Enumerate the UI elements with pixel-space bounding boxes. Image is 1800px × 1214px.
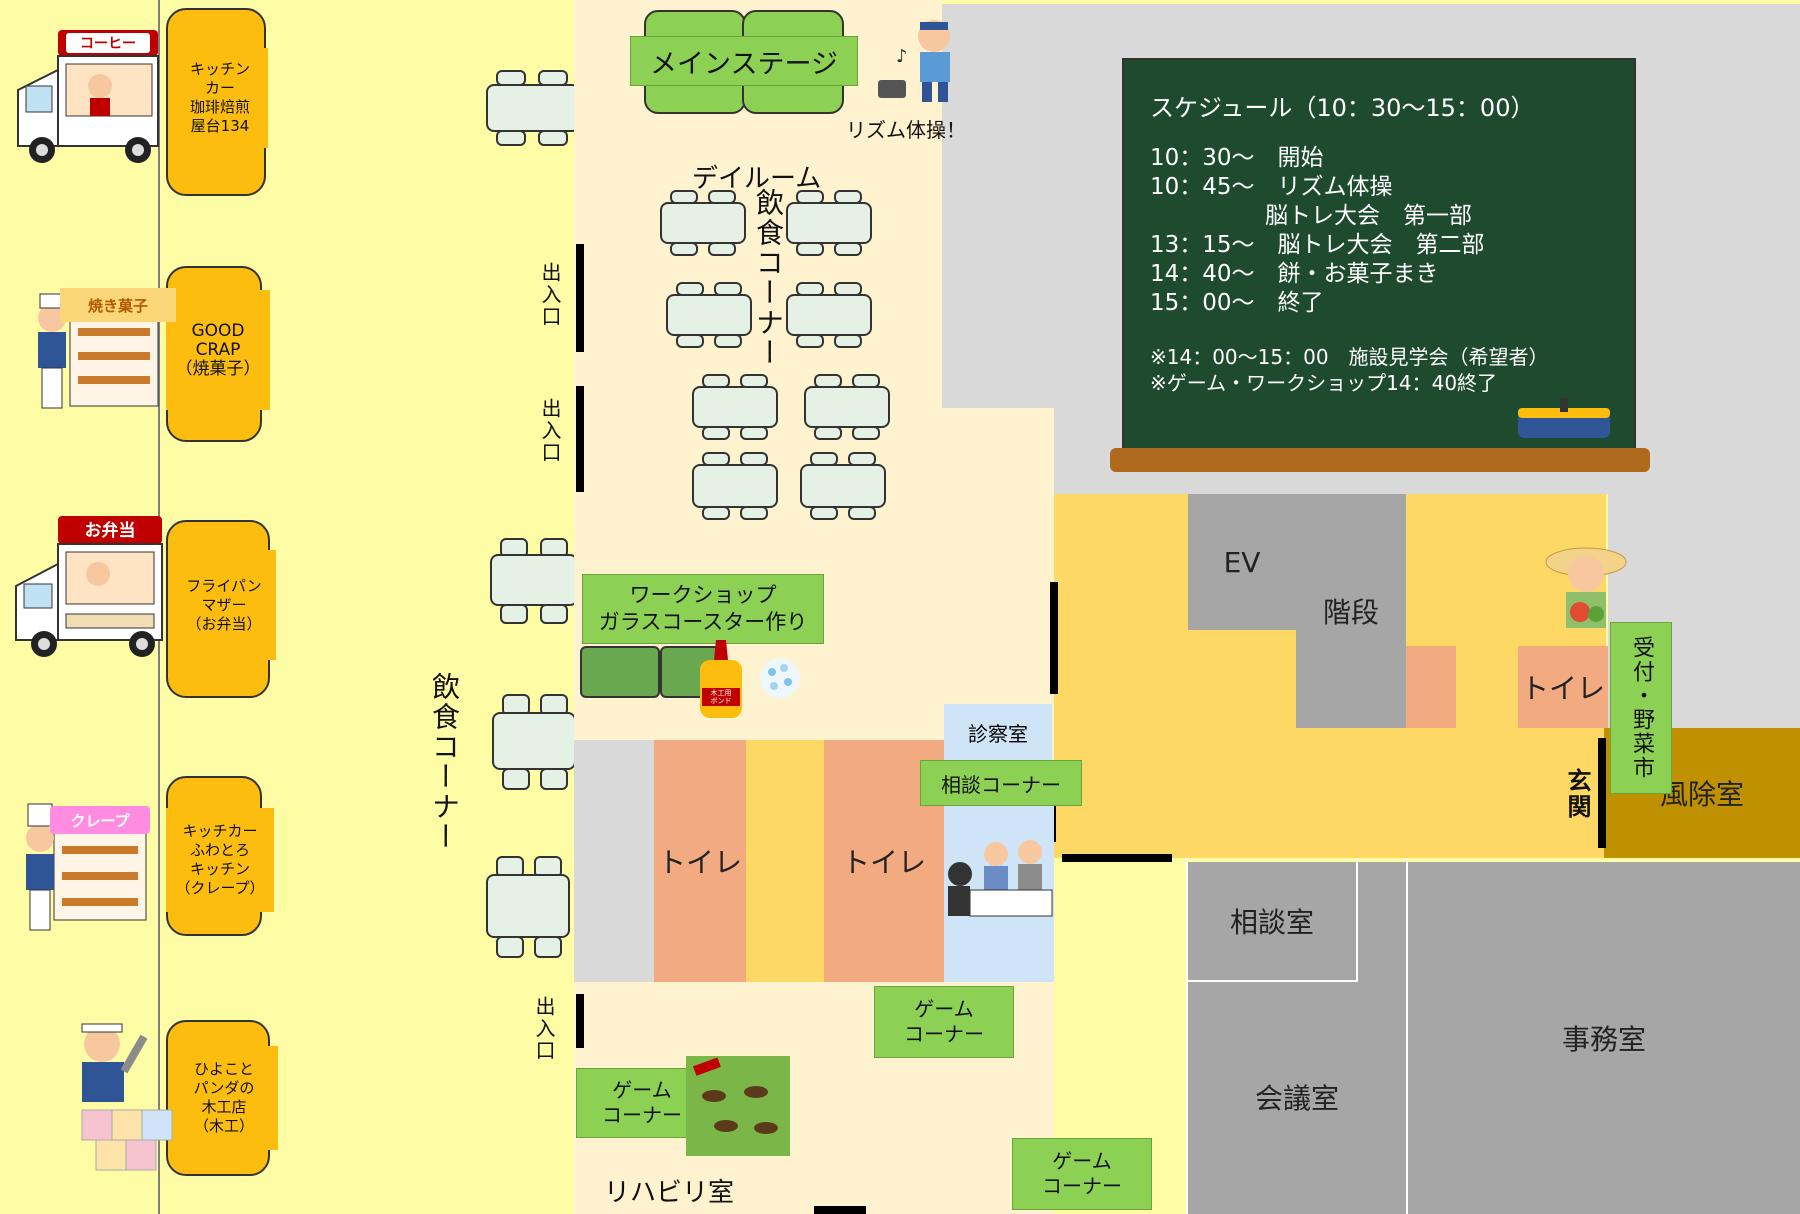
glue-bottle-label: 木工用 ボンド <box>710 689 732 705</box>
toilet-divider <box>746 740 824 982</box>
schedule-line: 15：00〜 終了 <box>1150 290 1324 316</box>
dayroom-table-5 <box>692 374 780 440</box>
outdoor-table-1 <box>486 70 582 148</box>
coffee-truck-icon <box>17 30 159 163</box>
toilet-2: トイレ <box>824 740 944 982</box>
top-border <box>942 0 1800 4</box>
corridor-door-3 <box>1062 854 1172 862</box>
outdoor-table-3 <box>492 694 578 790</box>
whack-a-mole-icon <box>686 1056 790 1156</box>
bento-truck-sign: お弁当 <box>84 520 136 541</box>
hall-bottom-door <box>814 1206 866 1214</box>
schedule-line: 10：45〜 リズム体操 <box>1150 174 1393 200</box>
dayroom-table-2 <box>786 190 874 256</box>
stall-woodwork-label: ひよこと パンダの 木工店 （木工） <box>170 1046 278 1150</box>
gray-block-left <box>574 740 654 982</box>
game-corner-1: ゲーム コーナー <box>874 986 1014 1058</box>
eraser-icon <box>1518 398 1610 438</box>
left-dining-label: 飲食コーナー <box>428 672 461 852</box>
stall-coffee-label: キッチン カー 珈琲焙煎 屋台134 <box>172 48 268 148</box>
exit-label-2: 出入口 <box>538 398 562 464</box>
divider-line-4 <box>1356 858 1358 982</box>
ev-room: EV <box>1188 494 1296 630</box>
bakery-sign: 焼き菓子 <box>60 288 176 322</box>
crepe-chef-icon <box>26 803 147 931</box>
svg-text:♪: ♪ <box>896 46 908 67</box>
glass-coaster-icon <box>760 658 800 698</box>
schedule-line: 10：30〜 開始 <box>1150 145 1324 171</box>
dayroom-table-4 <box>786 282 874 348</box>
coffee-truck-sign: コーヒー <box>80 36 136 52</box>
dining-center-label: 飲食コーナー <box>752 188 785 368</box>
main-stage-label: メインステージ <box>630 36 858 86</box>
divider-line-2 <box>1406 858 1408 1214</box>
entrance-door <box>1598 738 1606 848</box>
schedule-line: 脳トレ大会 第一部 <box>1150 203 1472 229</box>
meeting-room: 会議室 <box>1188 980 1406 1214</box>
dayroom-table-7 <box>692 452 780 520</box>
office-room: 事務室 <box>1408 862 1800 1214</box>
schedule-note: ※14：00〜15：00 施設見学会（希望者） <box>1150 345 1549 369</box>
rhythm-exercise-icon: ♪ <box>878 20 950 102</box>
consultation-icon <box>948 840 1053 917</box>
bento-truck-icon <box>15 516 163 657</box>
carpenter-icon <box>81 1023 173 1171</box>
consult-room: 相談室 <box>1188 862 1356 980</box>
dayroom-table-8 <box>800 452 888 520</box>
hall-exit-door-2 <box>576 386 584 492</box>
board-ledge <box>1110 448 1650 472</box>
stall-bakery-label: GOOD CRAP （焼菓子） <box>166 290 270 410</box>
rhythm-caption: リズム体操！ <box>846 118 966 142</box>
hall-exit-door-3 <box>576 994 584 1048</box>
baker-icon <box>38 293 159 409</box>
stairs-room: 階段 <box>1296 494 1406 728</box>
crepe-sign: クレープ <box>50 806 150 834</box>
schedule-line: 13：15〜 脳トレ大会 第二部 <box>1150 232 1485 258</box>
toilet-1: トイレ <box>654 740 746 982</box>
hall-exit-door-1 <box>576 244 584 352</box>
toilet-small-block <box>1406 646 1456 728</box>
schedule-notes: ※14：00〜15：00 施設見学会（希望者） ※ゲーム・ワークショップ14：4… <box>1150 344 1549 396</box>
dayroom-table-3 <box>666 282 754 348</box>
workshop-table-1 <box>580 646 660 698</box>
stall-crepe-label: キッチカー ふわとろ キッチン （クレープ） <box>166 808 274 912</box>
schedule-list: 10：30〜 開始 10：45〜 リズム体操 脳トレ大会 第一部 13：15〜 … <box>1150 144 1485 318</box>
glue-bottle-icon <box>700 640 742 718</box>
stall-bento-label: フライパン マザー （お弁当） <box>172 550 276 660</box>
dayroom-label: デイルーム <box>692 164 822 194</box>
farmer-icon <box>1545 547 1627 628</box>
schedule-title: スケジュール（10：30〜15：00） <box>1150 94 1535 122</box>
exam-room: 診察室 <box>944 704 1052 760</box>
exit-label-1: 出入口 <box>538 262 562 328</box>
dayroom-table-1 <box>660 190 748 256</box>
schedule-board: スケジュール（10：30〜15：00） 10：30〜 開始 10：45〜 リズム… <box>1122 58 1636 456</box>
reception-label: 受付・野菜市 <box>1610 622 1672 794</box>
gray-strip <box>1356 862 1406 980</box>
divider-line-3 <box>1186 980 1356 982</box>
toilet-right: トイレ <box>1518 646 1608 728</box>
schedule-line: 14：40〜 餅・お菓子まき <box>1150 261 1439 287</box>
corridor-door-1 <box>1050 582 1058 694</box>
workshop-label: ワークショップ ガラスコースター作り <box>582 574 824 644</box>
exit-label-3: 出入口 <box>532 996 556 1062</box>
divider-line-1 <box>1186 858 1188 1214</box>
dayroom-table-6 <box>804 374 892 440</box>
outdoor-table-4 <box>486 856 572 958</box>
outdoor-table-2 <box>490 538 580 624</box>
consult-corner-label: 相談コーナー <box>920 760 1082 806</box>
game-corner-3: ゲーム コーナー <box>1012 1138 1152 1210</box>
schedule-note: ※ゲーム・ワークショップ14：40終了 <box>1150 371 1498 395</box>
entrance-label: 玄関 <box>1563 768 1591 820</box>
rehab-room-label: リハビリ室 <box>604 1178 735 1208</box>
